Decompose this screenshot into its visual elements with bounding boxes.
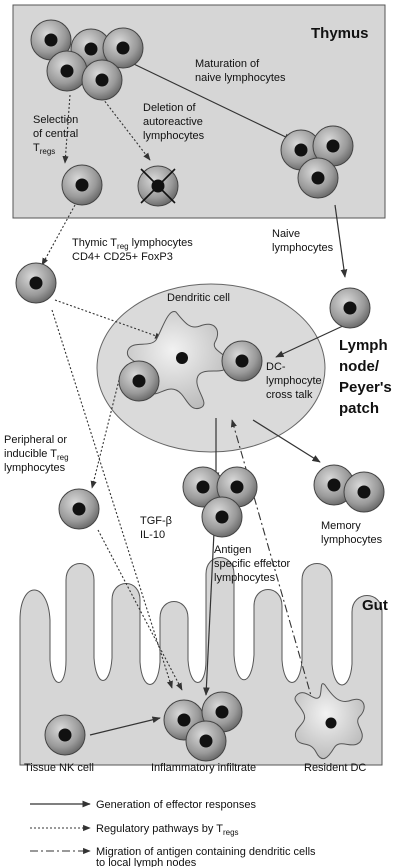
label-resident-dc: Resident DC bbox=[304, 762, 366, 774]
label-antigen-2: specific effector bbox=[214, 558, 291, 570]
label-dc-1: DC- bbox=[266, 361, 286, 373]
label-dc-3: cross talk bbox=[266, 389, 313, 401]
label-antigen-3: lymphocytes bbox=[214, 572, 276, 584]
label-deletion-2: autoreactive bbox=[143, 116, 203, 128]
label-deletion-3: lymphocytes bbox=[143, 130, 205, 142]
label-dc-2: lymphocyte bbox=[266, 375, 322, 387]
label-thymic-treg: Thymic Treg lymphocytes bbox=[72, 237, 193, 251]
label-deletion-1: Deletion of bbox=[143, 102, 197, 114]
label-inflammatory: Inflammatory infiltrate bbox=[151, 762, 256, 774]
label-antigen-1: Antigen bbox=[214, 544, 251, 556]
legend-dotted-label: Regulatory pathways by Tregs bbox=[96, 823, 239, 837]
label-memory-1: Memory bbox=[321, 520, 361, 532]
label-selection-2: of central bbox=[33, 128, 78, 140]
effector-cluster bbox=[183, 467, 257, 537]
label-maturation-1: Maturation of bbox=[195, 58, 260, 70]
thymic-treg-cell bbox=[16, 263, 56, 303]
label-maturation-2: naive lymphocytes bbox=[195, 72, 286, 84]
tissue-nk-cell bbox=[45, 715, 85, 755]
legend: Generation of effector responses Regulat… bbox=[30, 799, 316, 867]
label-naive-1: Naive bbox=[272, 228, 300, 240]
label-peripheral-1: Peripheral or bbox=[4, 434, 67, 446]
label-gut: Gut bbox=[362, 597, 388, 614]
label-lymph-3: Peyer's bbox=[339, 379, 392, 396]
label-lymph-4: patch bbox=[339, 400, 379, 417]
label-il10: IL-10 bbox=[140, 529, 165, 541]
label-naive-2: lymphocytes bbox=[272, 242, 334, 254]
memory-cluster bbox=[314, 465, 384, 512]
label-memory-2: lymphocytes bbox=[321, 534, 383, 546]
label-thymic-markers: CD4+ CD25+ FoxP3 bbox=[72, 251, 173, 263]
label-tgf-beta: TGF-β bbox=[140, 515, 172, 527]
deleted-autoreactive-cell bbox=[138, 166, 178, 206]
naive-lymphocyte-cell bbox=[330, 288, 370, 328]
label-selection-1: Selection bbox=[33, 114, 78, 126]
label-lymph-1: Lymph bbox=[339, 337, 388, 354]
label-peripheral-2: inducible Treg bbox=[4, 448, 69, 462]
label-tissue-nk: Tissue NK cell bbox=[24, 762, 94, 774]
label-lymph-2: node/ bbox=[339, 358, 380, 375]
ln-lymphocyte-right bbox=[222, 341, 262, 381]
label-peripheral-3: lymphocytes bbox=[4, 462, 66, 474]
central-treg-cell bbox=[62, 165, 102, 205]
inducible-treg-cell bbox=[59, 489, 99, 529]
label-dendritic-cell: Dendritic cell bbox=[167, 292, 230, 304]
ln-lymphocyte-left bbox=[119, 361, 159, 401]
legend-solid-label: Generation of effector responses bbox=[96, 799, 257, 811]
label-thymus: Thymus bbox=[311, 25, 369, 42]
legend-dashed-label-2: to local lymph nodes bbox=[96, 857, 197, 867]
